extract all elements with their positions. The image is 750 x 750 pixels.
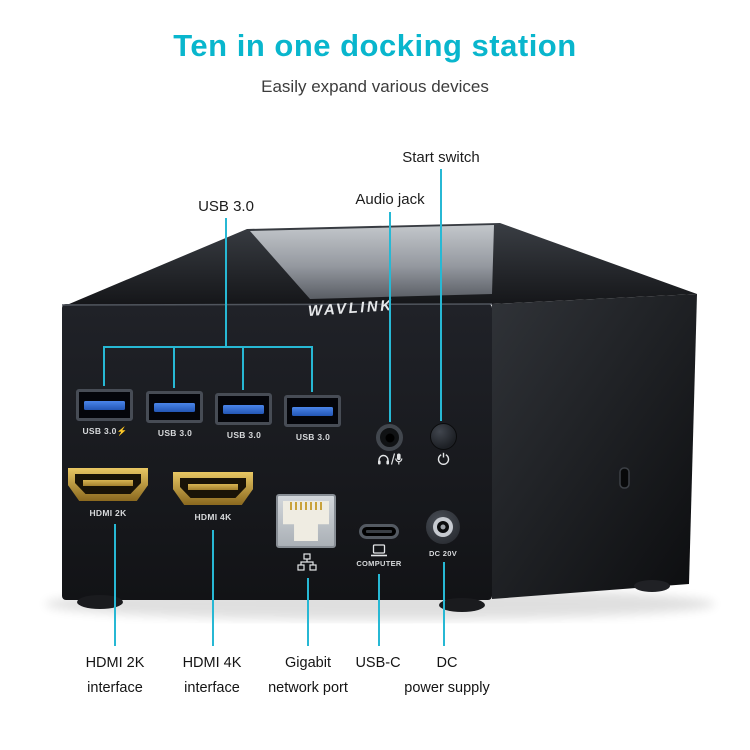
callout-hdmi-2k-line1: HDMI 2K [85,655,145,671]
callout-stub-usb-1 [103,348,105,386]
callout-dc: DC power supply [404,651,489,702]
callout-line-ethernet [307,578,309,646]
usb-tongue [84,401,125,410]
callout-line-audio [389,212,391,422]
usb-a-port-3 [215,393,272,425]
dc-port-label: DC 20V [428,549,458,558]
usb-port-label-3: USB 3.0 [226,430,262,440]
dc-pin [440,524,446,530]
callout-line-usb-c [378,574,380,646]
dock-foot [439,598,485,612]
callout-hdmi-2k: HDMI 2K interface [86,651,145,702]
page-title: Ten in one docking station [173,28,577,63]
callout-start-switch: Start switch [402,149,480,166]
callout-line-start-switch [440,169,442,421]
callout-hdmi-4k-line1: HDMI 4K [182,655,242,671]
power-icon [437,452,450,465]
audio-jack-hole [385,433,394,442]
rj45-pins [290,502,322,510]
callout-dc-line2: power supply [404,680,490,697]
usb-c-port [359,524,399,539]
usb-c-port-label: COMPUTER [356,559,402,568]
hdmi-4k-port [173,472,253,505]
usb-port-label-1: USB 3.0⚡ [82,426,128,436]
callout-gigabit-line2: network port [268,680,348,697]
callout-dc-line1: DC [436,655,458,671]
kensington-lock-slot [619,467,630,489]
callout-hdmi-4k-line2: interface [184,680,240,697]
usb-tongue [292,407,333,416]
usb-c-pin [366,530,392,533]
hdmi-2k-port [68,468,148,501]
hdmi-2k-label: HDMI 2K [89,508,127,518]
callout-stub-usb-2 [173,348,175,388]
callout-line-hdmi-4k [212,530,214,646]
usb-port-label-2: USB 3.0 [157,428,193,438]
callout-hdmi-4k: HDMI 4K interface [183,651,242,702]
callout-line-dc [443,562,445,646]
power-button[interactable] [430,423,457,450]
ethernet-port [276,494,336,548]
callout-usb: USB 3.0 [198,198,254,215]
dock-foot [77,595,123,609]
dc-power-port [426,510,460,544]
usb-a-port-2 [146,391,203,423]
callout-hdmi-2k-line2: interface [87,680,143,697]
dock-front-face [62,304,492,600]
audio-jack-port [376,424,403,451]
callout-line-usb-label [225,218,227,347]
callout-usb-c: USB-C [355,651,400,676]
network-icon [297,553,317,571]
headset-mic-icon [378,453,403,465]
callout-bracket-usb [103,346,313,348]
callout-stub-usb-3 [242,348,244,390]
dock-top-panel [250,225,494,299]
page-subtitle: Easily expand various devices [261,77,489,96]
callout-usb-c-line1: USB-C [355,655,401,671]
usb-port-label-4: USB 3.0 [295,432,331,442]
usb-a-port-1 [76,389,133,421]
hdmi-pin [188,484,238,490]
callout-gigabit: Gigabit network port [268,651,348,702]
usb-a-port-4 [284,395,341,427]
callout-stub-usb-4 [311,348,313,392]
callout-gigabit-line1: Gigabit [285,655,331,671]
callout-audio-jack: Audio jack [355,191,425,208]
dock-front-bevel [61,303,493,306]
usb-tongue [154,403,195,412]
hdmi-pin [83,480,133,486]
callout-line-hdmi-2k [114,524,116,646]
dock-side-face [492,294,697,599]
usb-tongue [223,405,264,414]
laptop-icon [371,544,387,557]
hdmi-4k-label: HDMI 4K [194,512,232,522]
dock-foot [634,580,670,592]
